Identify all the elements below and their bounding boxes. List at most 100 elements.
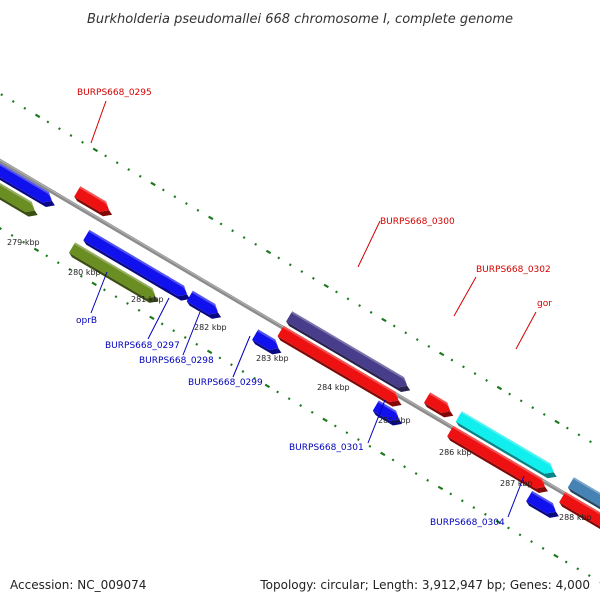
gene-block-highlight <box>79 186 110 211</box>
outer-tick <box>219 222 223 226</box>
forward-label-leader <box>453 276 477 317</box>
inner-tick <box>460 499 464 503</box>
outer-tick <box>542 412 546 416</box>
outer-tick <box>81 140 84 144</box>
inner-tick <box>22 240 26 244</box>
gene-block <box>74 186 110 212</box>
outer-tick <box>485 378 488 382</box>
inner-tick <box>264 383 271 389</box>
gene-block-side <box>186 301 222 319</box>
kbp-label: 281 kbp <box>131 295 164 304</box>
outer-tick <box>346 297 350 301</box>
outer-tick <box>369 310 373 314</box>
inner-tick <box>206 349 213 355</box>
reverse-label-leader <box>367 399 386 444</box>
inner-tick <box>322 417 328 423</box>
inner-tick <box>276 390 280 394</box>
gene-block-side <box>526 501 559 518</box>
outer-tick <box>519 399 523 403</box>
forward-gene-label: BURPS668_0302 <box>476 265 551 275</box>
gene-block-side <box>161 286 191 301</box>
gene-block <box>186 290 219 315</box>
inner-tick <box>103 288 106 292</box>
gene-block <box>83 229 173 288</box>
outer-tick <box>427 344 431 348</box>
outer-tick <box>265 249 272 255</box>
forward-gene-label: BURPS668_0295 <box>77 88 152 98</box>
gene-block <box>252 329 279 350</box>
genome-summary: Topology: circular; Length: 3,912,947 bp… <box>260 578 590 592</box>
gene-block-highlight <box>191 290 219 313</box>
inner-tick <box>483 512 487 516</box>
inner-tick <box>229 363 233 367</box>
gene-block-side <box>0 197 38 217</box>
outer-tick <box>577 433 581 437</box>
outer-tick <box>392 324 396 328</box>
kbp-label: 284 kbp <box>317 383 350 392</box>
outer-tick <box>58 127 61 131</box>
outer-tick <box>23 106 27 110</box>
outer-tick <box>196 208 200 212</box>
gene-block <box>69 242 156 299</box>
inner-tick <box>472 506 476 510</box>
kbp-label: 279 kbp <box>7 238 40 247</box>
inner-tick <box>507 526 510 530</box>
inner-tick <box>91 281 97 287</box>
gene-block-side <box>74 196 113 217</box>
inner-tick <box>195 342 199 346</box>
outer-tick <box>531 406 535 410</box>
gene-block-highlight <box>0 163 53 201</box>
outer-tick <box>450 358 454 362</box>
reverse-gene-label: BURPS668_0301 <box>289 443 364 453</box>
outer-tick <box>115 161 119 165</box>
outer-tick <box>173 195 177 199</box>
reverse-gene-label: BURPS668_0297 <box>105 341 180 351</box>
reverse-gene-label: oprB <box>76 316 97 326</box>
gene-block-highlight <box>166 276 188 295</box>
inner-tick <box>56 261 60 265</box>
inner-tick <box>68 267 72 271</box>
reverse-label-leader <box>182 311 201 356</box>
inner-tick <box>426 478 430 482</box>
gene-block-highlight <box>257 329 279 349</box>
gene-block <box>372 400 400 421</box>
inner-tick <box>541 546 545 550</box>
gene-block-side <box>424 402 454 418</box>
gene-block <box>277 325 399 403</box>
reverse-label-leader <box>507 475 525 518</box>
inner-tick <box>576 567 580 571</box>
outer-tick <box>104 154 108 158</box>
outer-tick <box>358 304 361 308</box>
outer-tick <box>138 174 142 178</box>
forward-gene-label: BURPS668_0300 <box>380 217 455 227</box>
gene-block <box>161 276 188 297</box>
forward-label-leader <box>515 311 537 350</box>
reverse-label-leader <box>232 335 251 378</box>
outer-tick <box>277 256 281 260</box>
inner-tick <box>449 492 453 496</box>
forward-gene-label: gor <box>537 299 552 309</box>
inner-tick <box>564 560 568 564</box>
outer-tick <box>496 385 503 391</box>
gene-block <box>424 392 451 413</box>
outer-tick <box>508 392 512 396</box>
outer-tick <box>311 276 315 280</box>
outer-tick <box>473 372 477 376</box>
inner-tick <box>183 336 187 339</box>
outer-tick <box>127 168 131 171</box>
outer-tick <box>11 100 15 103</box>
gene-block-highlight <box>460 411 555 473</box>
gene-block-side <box>0 177 55 207</box>
gene-block-highlight <box>531 490 557 512</box>
gene-block-highlight <box>452 425 546 487</box>
inner-tick <box>495 519 501 525</box>
outer-tick <box>335 290 338 294</box>
inner-tick <box>10 233 14 237</box>
gene-block <box>286 311 408 388</box>
outer-tick <box>92 147 99 153</box>
inner-tick <box>437 485 444 491</box>
gene-block <box>567 477 600 507</box>
inner-tick <box>0 227 2 231</box>
kbp-label: 288 kbp <box>559 513 592 522</box>
